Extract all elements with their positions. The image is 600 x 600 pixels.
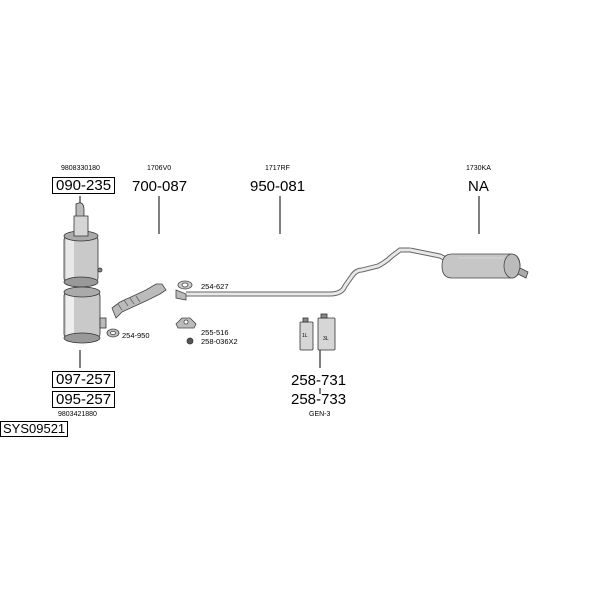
gasket-254-627	[177, 280, 193, 290]
particulate-filter	[63, 286, 107, 344]
clamp-255-516	[175, 317, 197, 329]
nut-258-036	[186, 337, 194, 345]
rear-silencer	[409, 247, 529, 279]
fluid-bottles	[299, 313, 336, 351]
part-number[interactable]: 950-081	[250, 178, 306, 195]
hardware-label[interactable]: 255-516	[201, 328, 229, 337]
part-number[interactable]: 700-087	[132, 178, 188, 195]
flex-pipe	[111, 283, 167, 319]
ref-code: 1706V0	[147, 165, 172, 172]
ref-code: 9803421880	[58, 411, 97, 418]
hardware-label[interactable]: 258-036X2	[201, 337, 238, 346]
part-number[interactable]: NA	[468, 178, 489, 195]
bottle-label: 1L	[302, 333, 308, 339]
hardware-label[interactable]: 254-950	[122, 331, 150, 340]
part-number[interactable]: 097-257	[52, 371, 116, 388]
clamp-254-950	[106, 328, 120, 338]
bottle-label: 3L	[323, 336, 329, 342]
part-number[interactable]: 258-731	[291, 372, 347, 389]
middle-pipe	[175, 247, 410, 301]
ref-code: 1717RF	[265, 165, 290, 172]
catalytic-converter	[63, 202, 103, 288]
ref-code: 9808330180	[61, 165, 100, 172]
ref-code: 1730KA	[466, 165, 491, 172]
part-number[interactable]: 095-257	[52, 391, 116, 408]
hardware-label[interactable]: 254-627	[201, 282, 229, 291]
part-number[interactable]: 090-235	[52, 177, 116, 194]
diagram-id: SYS09521	[0, 421, 69, 437]
part-number[interactable]: 258-733	[291, 391, 347, 408]
kit-note: GEN-3	[309, 411, 331, 418]
